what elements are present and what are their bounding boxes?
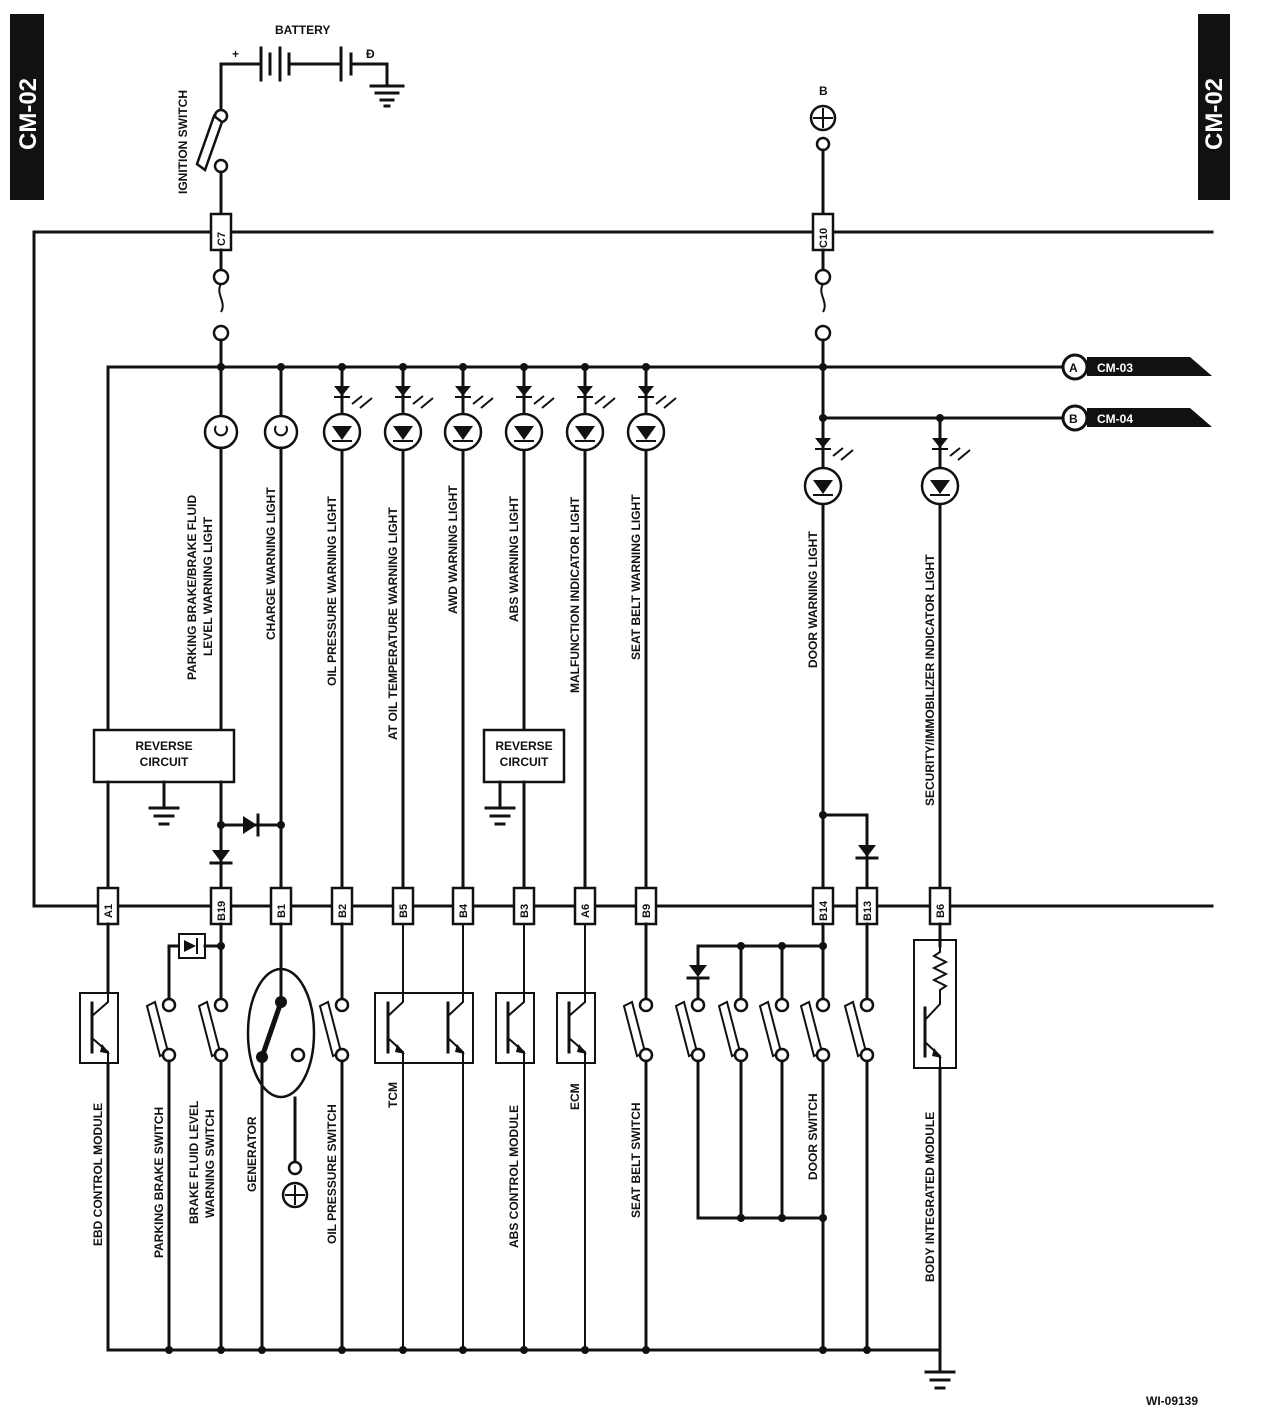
comp-label-brake-fluid-2: WARNING SWITCH [203,1109,217,1218]
connectors-bottom: A1 B19 B1 B2 B5 B4 B3 A6 B9 B14 B13 B6 [96,886,952,926]
ecm-symbol [556,924,596,1354]
comp-label-body-integrated: BODY INTEGRATED MODULE [923,1112,937,1282]
comp-label-parking-brake-switch: PARKING BRAKE SWITCH [152,1107,166,1258]
light-label-door: DOOR WARNING LIGHT [806,531,820,668]
offpage-a-ref: CM-03 [1097,361,1133,375]
generator-symbol [246,922,316,1354]
conn-a6: A6 [580,904,592,918]
led-seat-belt [626,365,677,908]
comp-label-ebd: EBD CONTROL MODULE [91,1103,105,1246]
comp-label-abs-module: ABS CONTROL MODULE [507,1105,521,1248]
connector-c10: C10 [811,212,835,252]
parking-brake-switch-symbol [145,933,223,1354]
comp-label-generator: GENERATOR [245,1116,259,1192]
reverse-circuit-2-line2: CIRCUIT [500,755,549,769]
fuse-c7 [212,248,230,369]
b-supply-label: B [819,84,828,98]
comp-label-ecm: ECM [568,1083,582,1110]
conn-b4: B4 [458,903,470,918]
bulb-charge [263,365,299,908]
led-malfunction [565,365,616,908]
diode-b14-b13 [819,811,879,908]
offpage-a-letter: A [1069,361,1078,375]
figure-id: WI-09139 [1146,1394,1198,1408]
conn-b9: B9 [641,904,653,918]
light-label-abs: ABS WARNING LIGHT [507,495,521,622]
body-integrated-module-symbol [913,922,957,1069]
side-tab-left-label: CM-02 [15,78,42,150]
led-security [920,416,971,908]
light-label-awd: AWD WARNING LIGHT [446,485,460,614]
comp-label-brake-fluid-1: BRAKE FLUID LEVEL [187,1101,201,1224]
reverse-circuit-1-line1: REVERSE [135,739,192,753]
light-label-security: SECURITY/IMMOBILIZER INDICATOR LIGHT [923,554,937,806]
ignition-switch: IGNITION SWITCH [176,90,229,217]
conn-b14: B14 [818,900,830,921]
reverse-circuit-2: REVERSE CIRCUIT [482,728,566,908]
offpage-b-letter: B [1069,412,1078,426]
offpage-b-ref: CM-04 [1097,412,1133,426]
bulb-parking-brake [203,365,239,732]
battery-minus: Đ [366,47,375,61]
ebd-module-symbol [79,992,119,1064]
abs-module-symbol [495,924,535,1354]
offpage-a: A CM-03 [1061,353,1212,381]
conn-b5: B5 [398,904,410,918]
comp-label-oil-pressure-switch: OIL PRESSURE SWITCH [325,1104,339,1244]
reverse-circuit-1: REVERSE CIRCUIT [92,728,236,908]
light-label-parking-brake-1: PARKING BRAKE/BRAKE FLUID [185,495,199,680]
light-label-charge: CHARGE WARNING LIGHT [264,487,278,640]
conn-b3: B3 [519,904,531,918]
connector-c7-label: C7 [216,232,228,246]
diode-b19-b1 [209,813,285,865]
comp-label-door-switch: DOOR SWITCH [806,1093,820,1180]
conn-a1: A1 [103,904,115,918]
light-label-oil-pressure: OIL PRESSURE WARNING LIGHT [325,496,339,686]
ignition-switch-label: IGNITION SWITCH [176,90,190,194]
meter-frame [32,230,1214,908]
conn-b1: B1 [276,904,288,918]
fuse-c10 [814,248,832,440]
led-abs [504,365,555,732]
conn-b2: B2 [337,904,349,918]
oil-pressure-switch-symbol [318,922,350,1354]
comp-label-tcm: TCM [386,1082,400,1108]
reverse-circuit-2-line1: REVERSE [495,739,552,753]
led-door [803,416,854,908]
offpage-b: B CM-04 [1061,404,1212,432]
light-label-malfunction: MALFUNCTION INDICATOR LIGHT [568,496,582,693]
connector-c7: C7 [209,212,233,252]
conn-b13: B13 [862,901,874,921]
light-label-seat-belt: SEAT BELT WARNING LIGHT [629,494,643,660]
side-tab-right: CM-02 [1198,14,1230,200]
conn-b19: B19 [216,901,228,921]
side-tab-left: CM-02 [10,14,44,200]
battery: BATTERY + Đ [219,23,405,112]
seat-belt-switch-symbol [622,922,654,1354]
led-at-oil-temp [383,365,434,908]
tcm-symbol [374,924,474,1354]
battery-plus: + [232,47,239,61]
led-oil-pressure [322,365,373,908]
battery-label: BATTERY [275,23,330,37]
light-label-at-oil-temp: AT OIL TEMPERATURE WARNING LIGHT [386,507,400,740]
side-tab-right-label: CM-02 [1201,78,1228,150]
comp-label-seat-belt-switch: SEAT BELT SWITCH [629,1102,643,1218]
reverse-circuit-1-line2: CIRCUIT [140,755,189,769]
bus-a [106,365,1064,732]
conn-b6: B6 [935,904,947,918]
door-switch-symbol [674,922,875,1354]
light-label-parking-brake-2: LEVEL WARNING LIGHT [201,516,215,656]
b-supply: B [809,84,837,217]
led-awd [443,365,494,908]
connector-c10-label: C10 [818,228,830,248]
brake-fluid-switch-symbol [197,922,229,1354]
